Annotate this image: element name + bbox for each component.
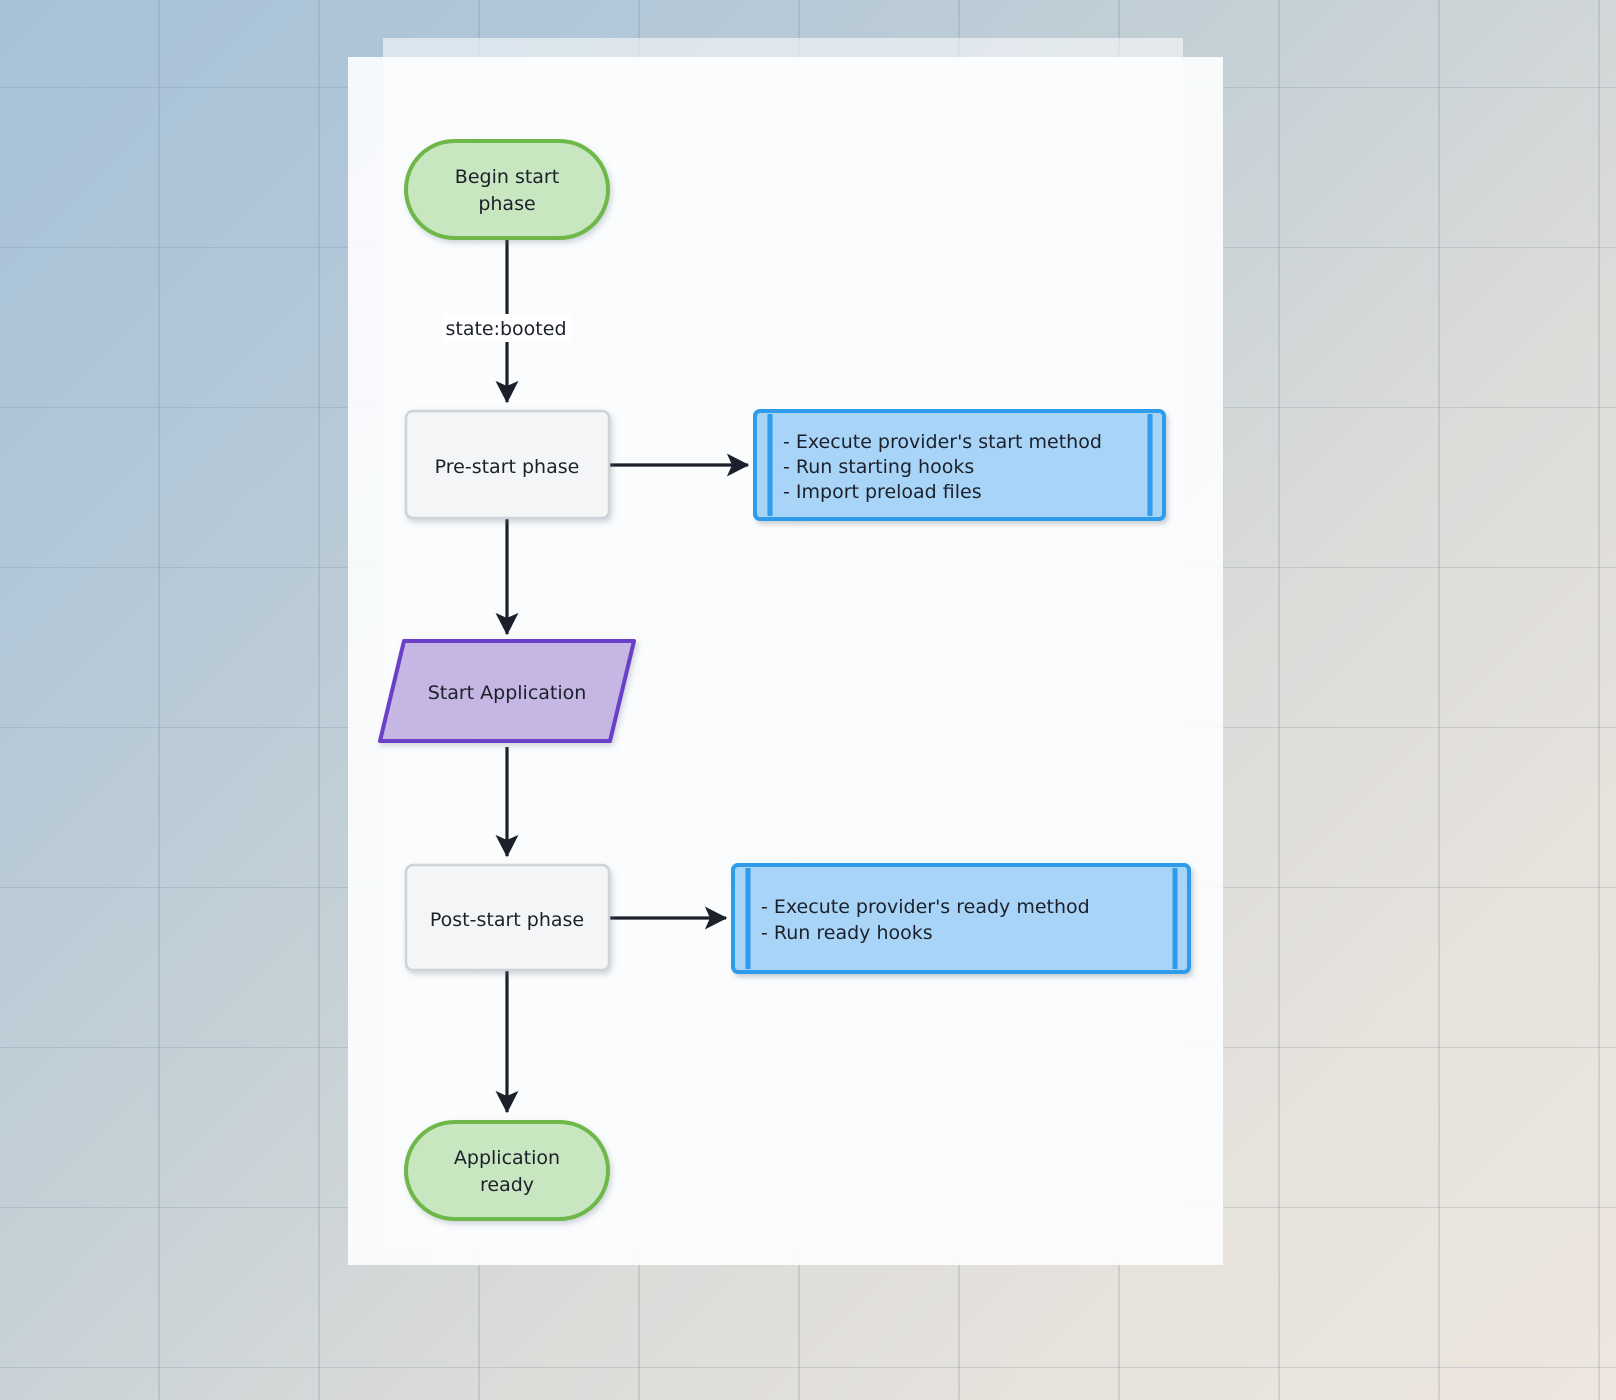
note1-outer[interactable] — [753, 409, 1166, 521]
node-prestart-label: Pre-start phase — [435, 456, 580, 478]
node-application-ready[interactable] — [404, 1120, 610, 1221]
node-poststart-label: Post-start phase — [430, 909, 584, 931]
note1-line-2: - Run starting hooks — [783, 456, 974, 478]
edge-label-state-booted: state:booted — [442, 314, 571, 342]
node-ready-shape[interactable] — [404, 1120, 610, 1221]
node-ready-label-line2: ready — [480, 1174, 534, 1196]
node-poststart-shape[interactable] — [404, 863, 611, 972]
node-start-application[interactable] — [378, 639, 636, 743]
note2-line-2: - Run ready hooks — [761, 922, 933, 944]
node-post-start-phase[interactable] — [404, 863, 611, 972]
node-begin-start-phase[interactable] — [404, 139, 610, 240]
node-pre-start-phase[interactable] — [404, 409, 611, 520]
note-pre-start-details[interactable] — [753, 409, 1166, 521]
edge-label-text: state:booted — [445, 318, 566, 340]
note2-line-1: - Execute provider's ready method — [761, 896, 1090, 918]
node-startapp-label: Start Application — [428, 682, 587, 704]
node-ready-label-line1: Application — [454, 1147, 560, 1169]
node-begin-label-line2: phase — [478, 193, 535, 215]
note2-outer[interactable] — [731, 863, 1191, 974]
node-begin-shape[interactable] — [404, 139, 610, 240]
note-post-start-details[interactable] — [731, 863, 1191, 974]
edge-label-background — [442, 314, 571, 342]
node-prestart-shape[interactable] — [404, 409, 611, 520]
node-begin-label-line1: Begin start — [455, 166, 559, 188]
node-startapp-shape[interactable] — [378, 639, 636, 743]
note1-line-1: - Execute provider's start method — [783, 431, 1102, 453]
note1-line-3: - Import preload files — [783, 481, 982, 503]
